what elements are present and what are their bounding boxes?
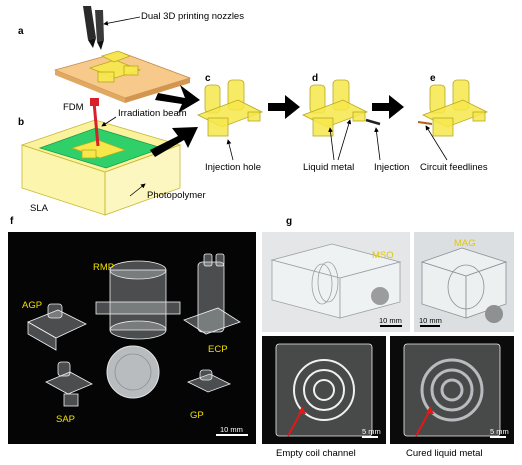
sap-part: [45, 361, 93, 407]
photo-g-mso: MSO 10 mm: [262, 232, 410, 332]
scale-label-f: 10 mm: [220, 425, 243, 434]
nozzles-label: Dual 3D printing nozzles: [141, 11, 244, 22]
scale-label-mso: 10 mm: [379, 316, 402, 325]
panel-label-g: g: [286, 216, 293, 227]
liquid-metal-label: Liquid metal: [303, 162, 355, 173]
feedline: [417, 121, 433, 125]
rmp-part: [95, 260, 181, 340]
device-e: [422, 79, 488, 137]
coin: [485, 305, 503, 323]
circuit-feedlines-label: Circuit feedlines: [420, 162, 488, 173]
process-arrows: [150, 85, 404, 157]
cured-metal-label: Cured liquid metal: [406, 448, 483, 459]
device-d: [302, 79, 368, 137]
gp-label: GP: [190, 410, 204, 421]
fabrication-schematic: [20, 6, 488, 216]
red-arrow: [287, 409, 303, 437]
scale-bar-mag: [420, 325, 440, 327]
panel-label-a: a: [18, 26, 24, 37]
ecp-part: [183, 253, 241, 335]
mso-label: MSO: [372, 250, 394, 261]
photo-g-mag: MAG 10 mm: [414, 232, 514, 332]
panel-label-d: d: [312, 73, 319, 84]
coil-block-cured: [403, 343, 501, 437]
coil-block-empty: [275, 343, 373, 437]
injection-label: Injection: [374, 162, 410, 173]
empty-coil-label: Empty coil channel: [276, 448, 356, 459]
gp-part: [186, 369, 232, 393]
scale-bar-mso: [380, 325, 402, 327]
panel-label-b: b: [18, 117, 25, 128]
fdm-printed-part: [88, 50, 142, 83]
photo-f: RMP AGP ECP SAP GP 10 mm: [8, 232, 256, 444]
coin: [106, 345, 160, 399]
ecp-label: ECP: [208, 344, 228, 355]
scale-bar-coil1: [362, 436, 378, 438]
photopolymer-label: Photopolymer: [147, 190, 206, 201]
injection-hole-label: Injection hole: [205, 162, 261, 173]
mag-label: MAG: [454, 238, 476, 249]
scale-bar-coil2: [490, 436, 506, 438]
mag-part: [420, 247, 508, 319]
photo-g-cured-metal: 5 mm: [390, 336, 514, 444]
mso-part: [270, 243, 402, 319]
panel-label-f: f: [10, 216, 14, 227]
sla-label: SLA: [30, 203, 48, 214]
sla-printed-part: [70, 139, 127, 159]
panel-label-c: c: [205, 73, 211, 84]
printing-nozzles: [83, 6, 104, 50]
agp-label: AGP: [22, 300, 43, 311]
panel-label-e: e: [430, 73, 436, 84]
scale-label-mag: 10 mm: [419, 316, 442, 325]
sap-label: SAP: [56, 414, 76, 425]
scale-label-coil1: 5 mm: [362, 427, 381, 436]
scale-label-coil2: 5 mm: [490, 427, 509, 436]
fdm-label: FDM: [63, 102, 84, 113]
rmp-label: RMP: [93, 262, 115, 273]
injection-needle: [365, 118, 381, 126]
scale-bar-f: [216, 434, 248, 436]
photo-g-empty-coil: 5 mm: [262, 336, 386, 444]
red-arrow: [415, 409, 431, 437]
irradiation-beam: [90, 98, 100, 147]
agp-part: [27, 303, 87, 351]
irradiation-label: Irradiation beam: [118, 108, 187, 119]
coin: [371, 287, 389, 305]
device-c: [197, 79, 263, 137]
